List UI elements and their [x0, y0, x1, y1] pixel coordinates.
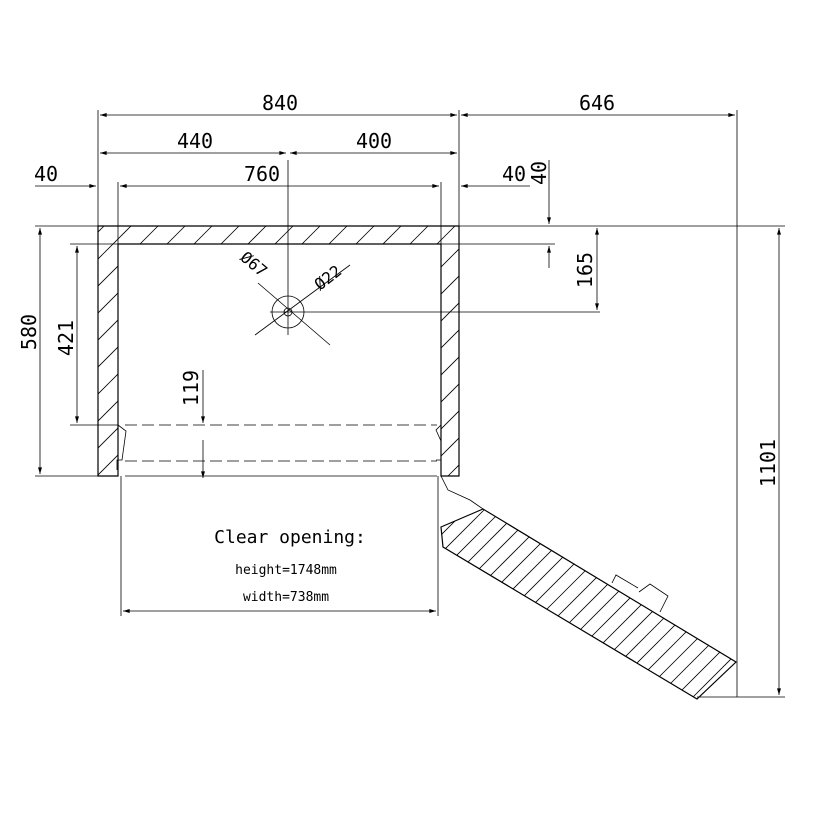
hatch-line	[441, 509, 477, 699]
dim-580: 580	[17, 314, 41, 350]
hatch-line	[98, 226, 159, 476]
hatch-line	[581, 509, 736, 699]
door-swing-lines	[116, 424, 442, 477]
dim-421: 421	[54, 320, 78, 356]
hatch-line	[441, 509, 639, 699]
cable-hole: Ø67 Ø22	[237, 160, 600, 346]
clear-opening-note: Clear opening: height=1748mm width=738mm	[214, 527, 366, 605]
hatch-line	[98, 226, 321, 476]
hatch-line	[455, 509, 657, 699]
hatch-line	[441, 509, 585, 699]
hatch-line	[707, 509, 736, 699]
hatch-line	[441, 509, 603, 699]
clear-opening-title: Clear opening:	[214, 527, 366, 548]
dim-400: 400	[356, 129, 392, 153]
hole-outer-label: Ø67	[237, 248, 271, 281]
clear-opening-height: height=1748mm	[235, 563, 337, 578]
hatch-line	[441, 509, 567, 699]
dim-440: 440	[177, 129, 213, 153]
hatch-line	[599, 509, 736, 699]
hatch-line	[653, 509, 736, 699]
hatch-line	[563, 509, 736, 699]
dim-1101: 1101	[756, 439, 780, 487]
hatch-line	[258, 226, 459, 476]
hatch-line	[98, 226, 348, 476]
dim-119: 119	[179, 370, 203, 406]
hatch-line	[744, 500, 815, 700]
dim-165: 165	[573, 252, 597, 288]
dim-760: 760	[244, 162, 280, 186]
hatch-line	[509, 509, 711, 699]
hatch-line	[725, 509, 736, 699]
hatch-line	[98, 226, 105, 476]
open-door	[440, 475, 815, 700]
dim-right-wall: 40	[502, 162, 526, 186]
hatch-line	[545, 509, 736, 699]
horizontal-dimensions: 840 646 440 400 760 40 40	[34, 91, 738, 697]
clear-opening-width: width=738mm	[243, 590, 329, 605]
hatch-line	[473, 509, 675, 699]
hatch-line	[671, 509, 736, 699]
hatch-line	[441, 509, 513, 699]
hatch-line	[635, 509, 736, 699]
dim-left-wall: 40	[34, 162, 58, 186]
hole-inner-label: Ø22	[311, 261, 345, 294]
hatch-line	[285, 226, 459, 476]
dim-top-wall: 40	[527, 161, 551, 185]
dim-646: 646	[579, 91, 615, 115]
hatch-line	[527, 509, 729, 699]
hatch-line	[441, 509, 531, 699]
hatch-line	[150, 226, 402, 476]
hatch-line	[491, 509, 693, 699]
hatch-line	[177, 226, 429, 476]
hatch-line	[393, 226, 459, 476]
vertical-dimensions: 580 421 119 40 165 1101	[17, 160, 785, 698]
hatch-line	[441, 509, 621, 699]
hatch-line	[312, 226, 459, 476]
hatch-line	[441, 509, 495, 699]
hatch-line	[689, 509, 736, 699]
hatch-line	[339, 226, 459, 476]
dim-840: 840	[262, 91, 298, 115]
